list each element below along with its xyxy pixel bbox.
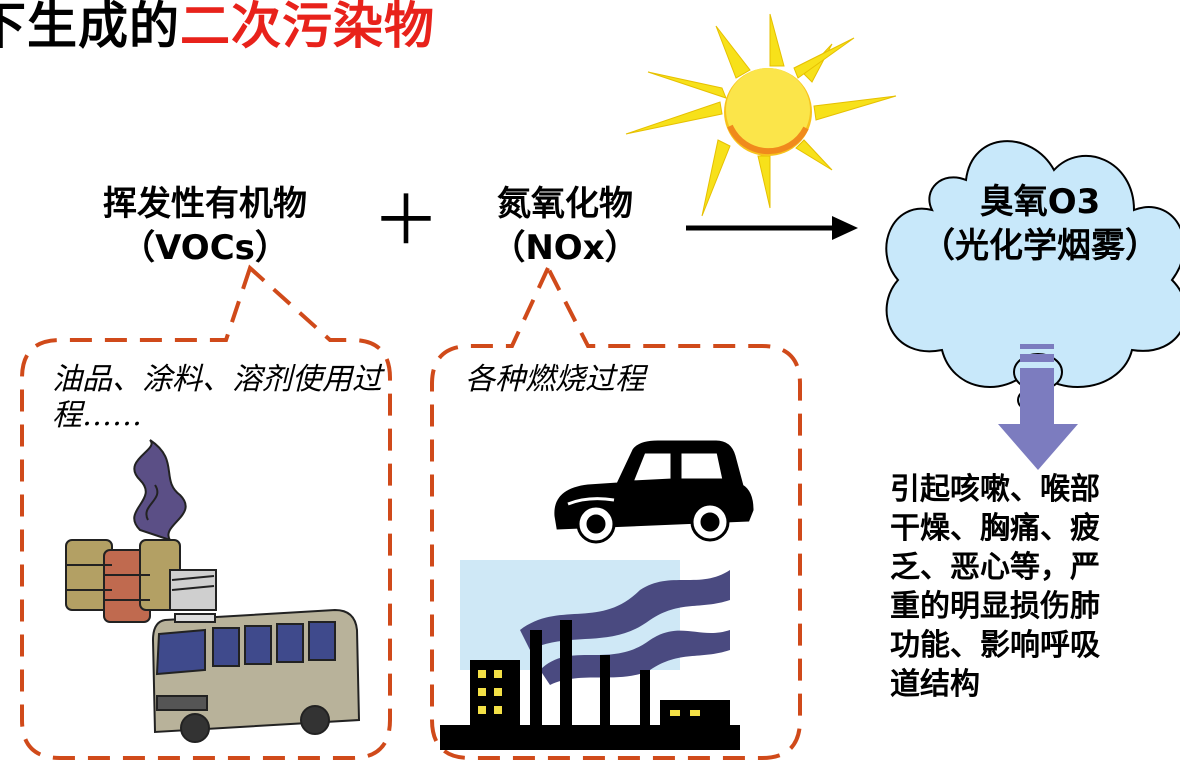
nox-abbr: （NOx） [491, 228, 639, 268]
sun-icon [625, 13, 897, 217]
slide-title: 下生成的二次污染物 [0, 0, 435, 58]
health-effects-text: 引起咳嗽、喉部 干燥、胸痛、疲 乏、恶心等，严 重的明显损伤肺 功能、影响呼吸 … [890, 472, 1100, 702]
voc-sources-text: 油品、涂料、溶剂使用过程…… [52, 362, 382, 433]
title-highlight: 二次污染物 [180, 0, 435, 55]
ozone-sub: （光化学烟雾） [921, 226, 1159, 266]
reaction-arrow [686, 216, 858, 240]
voc-abbr: （VOCs） [121, 228, 289, 268]
factory-icon [440, 560, 740, 750]
voc-term: 挥发性有机物 （VOCs） [60, 182, 350, 270]
bus-icon [151, 608, 361, 743]
voc-name: 挥发性有机物 [103, 184, 307, 224]
ozone-term: 臭氧O3 （光化学烟雾） [905, 180, 1175, 268]
nox-name: 氮氧化物 [497, 184, 633, 224]
ozone-name: 臭氧O3 [979, 182, 1101, 222]
car-icon [554, 440, 754, 544]
title-prefix: 下生成的 [0, 0, 180, 55]
oil-drums-icon [65, 439, 217, 623]
nox-callout-border [430, 263, 802, 760]
down-arrow-icon [998, 344, 1078, 470]
nox-term: 氮氧化物 （NOx） [445, 182, 685, 270]
nox-sources-text: 各种燃烧过程 [465, 362, 645, 397]
voc-callout-border [20, 264, 392, 760]
plus-sign: ＋ [372, 182, 441, 261]
